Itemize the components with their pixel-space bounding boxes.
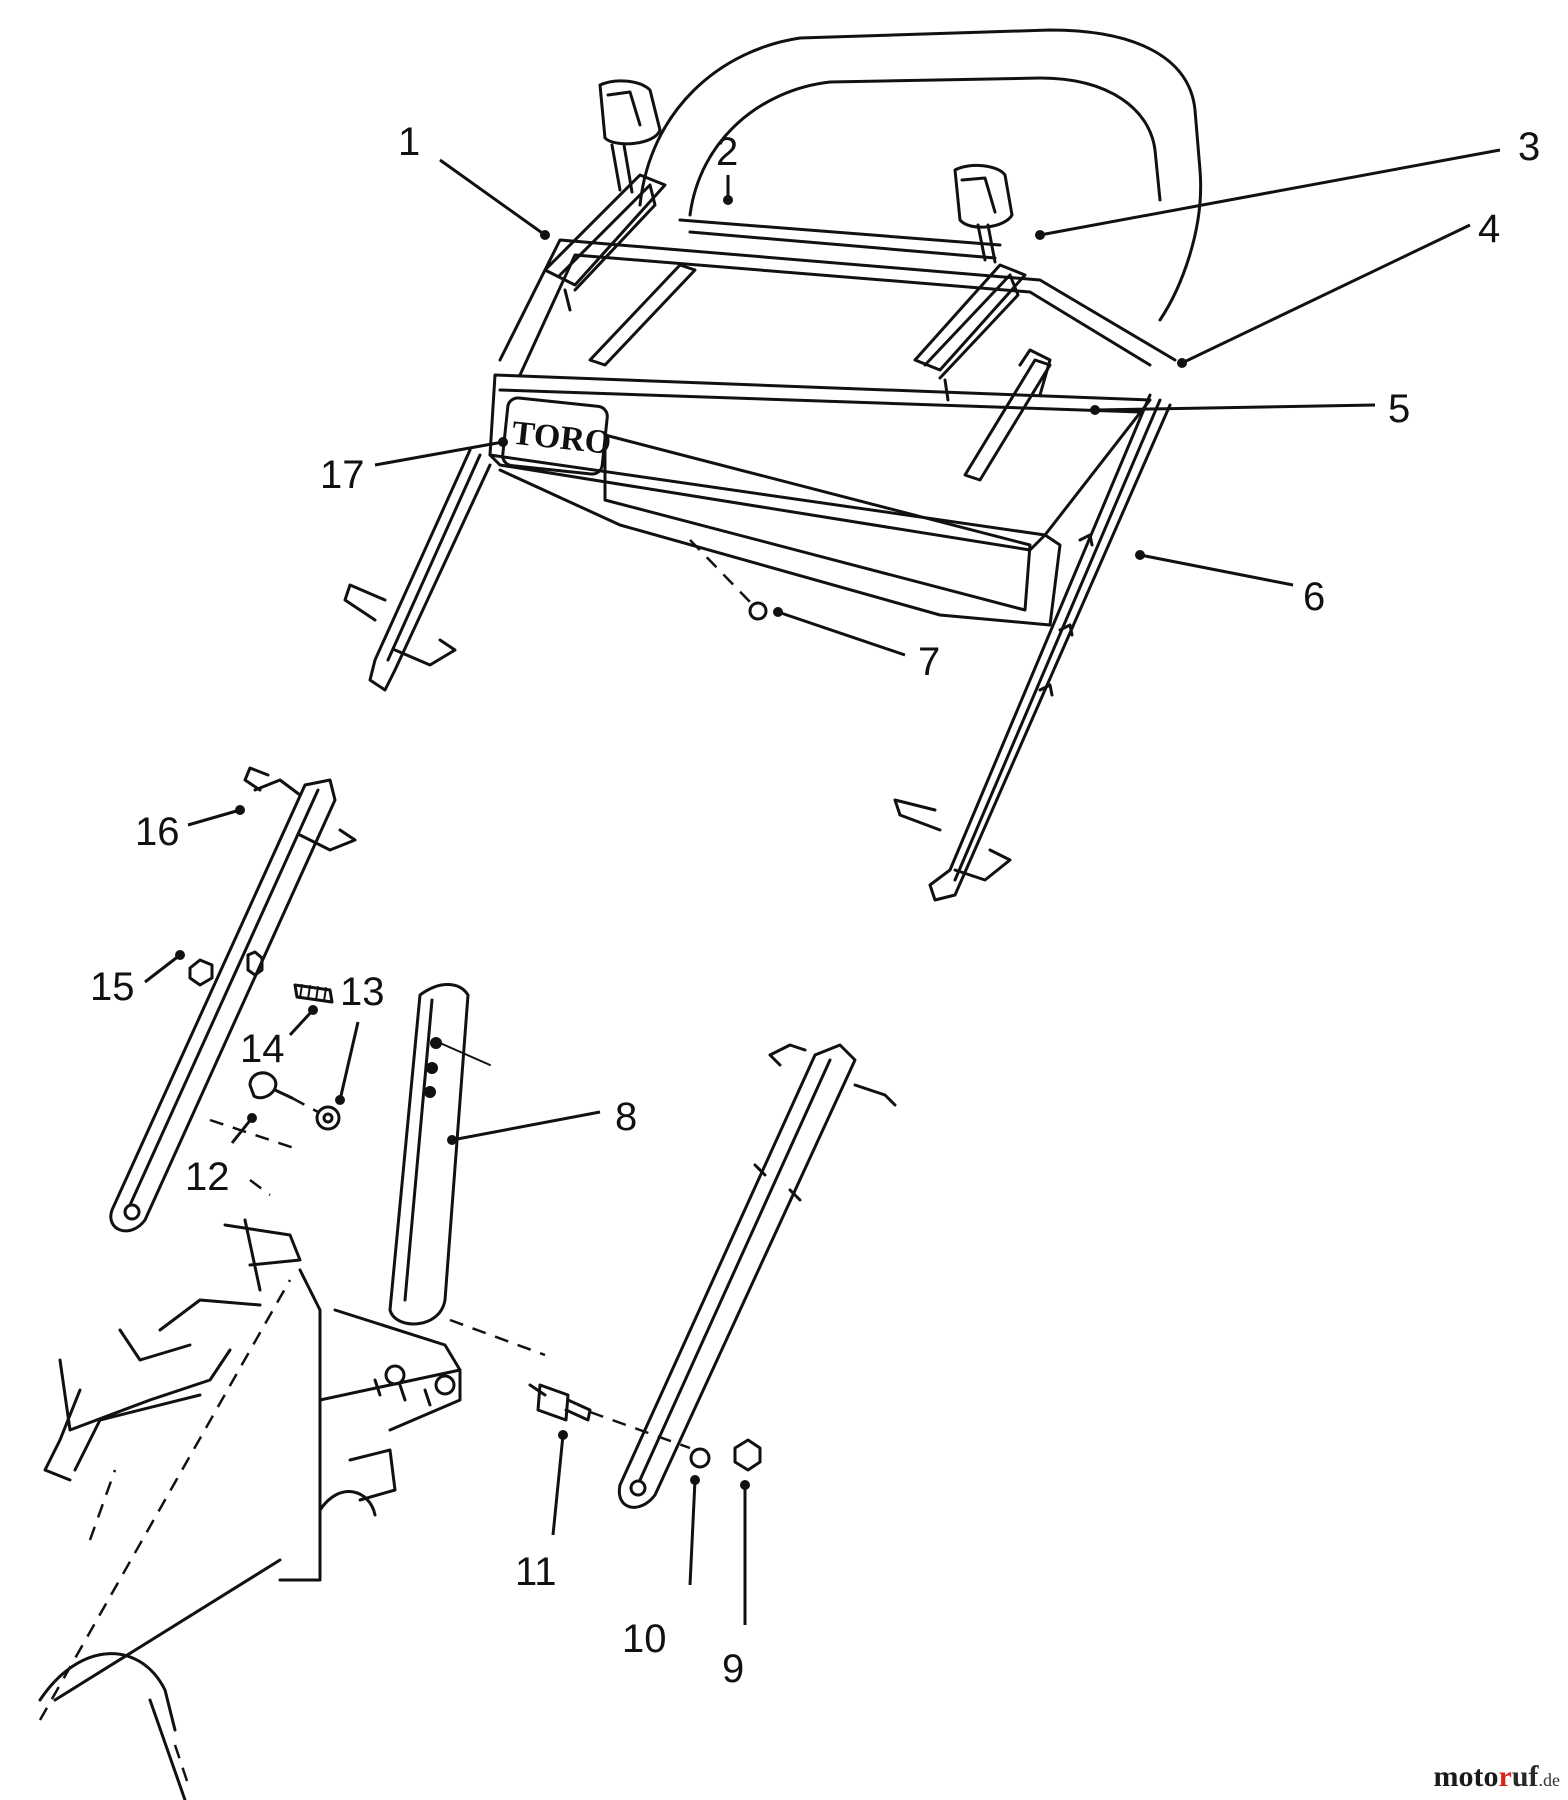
callout-15: 15 <box>90 950 185 1009</box>
callout-6: 6 <box>1135 550 1325 619</box>
svg-text:9: 9 <box>722 1647 744 1691</box>
svg-text:15: 15 <box>90 965 135 1009</box>
lower-handle-assembly <box>38 766 897 1800</box>
svg-text:11: 11 <box>515 1550 557 1594</box>
callout-9: 9 <box>722 1480 750 1691</box>
callout-7: 7 <box>773 607 940 684</box>
callout-17: 17 <box>320 437 508 497</box>
callout-2: 2 <box>716 130 738 205</box>
watermark-suffix: .de <box>1538 1770 1561 1790</box>
svg-text:16: 16 <box>135 810 180 854</box>
watermark-logo: motoruf.de <box>1434 1760 1561 1794</box>
svg-text:1: 1 <box>398 120 420 164</box>
svg-text:5: 5 <box>1388 387 1410 431</box>
callout-14: 14 <box>240 1005 318 1071</box>
svg-text:3: 3 <box>1518 125 1540 169</box>
callout-10: 10 <box>622 1475 700 1661</box>
svg-text:13: 13 <box>340 970 385 1014</box>
svg-text:6: 6 <box>1303 575 1325 619</box>
callout-11: 11 <box>515 1430 568 1594</box>
svg-text:14: 14 <box>240 1027 285 1071</box>
callout-1: 1 <box>398 120 550 240</box>
callout-13: 13 <box>335 970 385 1105</box>
watermark-part-1: moto <box>1433 1760 1499 1793</box>
callout-5: 5 <box>1090 387 1410 431</box>
upper-handle-assembly: TORO <box>343 28 1203 902</box>
svg-text:8: 8 <box>615 1095 637 1139</box>
svg-text:10: 10 <box>622 1617 667 1661</box>
svg-text:17: 17 <box>320 453 365 497</box>
svg-text:12: 12 <box>185 1155 230 1199</box>
callouts: 1 2 3 4 5 6 7 8 <box>90 120 1540 1691</box>
callout-12: 12 <box>185 1113 257 1199</box>
callout-3: 3 <box>1035 125 1540 240</box>
svg-text:2: 2 <box>716 130 738 174</box>
watermark-part-2: r <box>1498 1760 1512 1793</box>
callout-16: 16 <box>135 805 245 854</box>
svg-text:4: 4 <box>1478 207 1500 251</box>
svg-text:7: 7 <box>918 640 940 684</box>
callout-4: 4 <box>1177 207 1500 368</box>
watermark-part-3: uf <box>1511 1760 1539 1793</box>
toro-logo: TORO <box>510 415 613 462</box>
callout-8: 8 <box>447 1095 637 1145</box>
